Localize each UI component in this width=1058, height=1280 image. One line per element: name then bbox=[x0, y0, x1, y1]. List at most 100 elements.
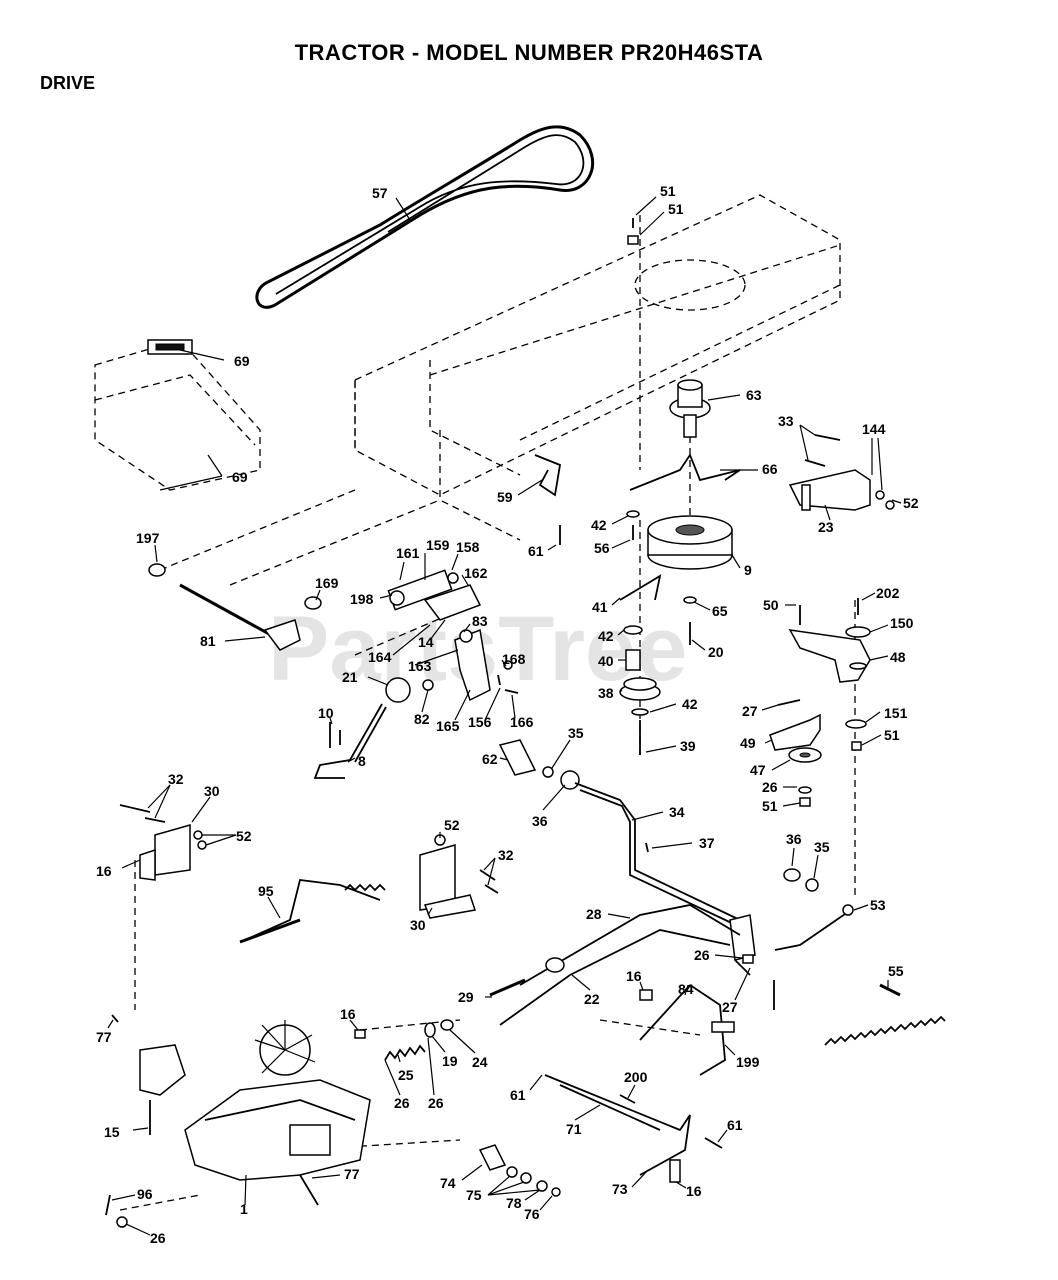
clutch-9 bbox=[647, 515, 733, 570]
part-label-16: 16 bbox=[626, 968, 642, 984]
part-label-22: 22 bbox=[584, 991, 600, 1007]
rod-53 bbox=[774, 911, 849, 951]
part-label-1: 1 bbox=[240, 1201, 248, 1217]
pulley-63 bbox=[669, 379, 711, 438]
part-label-164: 164 bbox=[368, 649, 392, 665]
part-label-169: 169 bbox=[315, 575, 339, 591]
part-label-55: 55 bbox=[888, 963, 904, 979]
part-label-69: 69 bbox=[232, 469, 248, 485]
part-label-32: 32 bbox=[498, 847, 514, 863]
part-label-30: 30 bbox=[410, 917, 426, 933]
part-label-95: 95 bbox=[258, 883, 274, 899]
part-label-197: 197 bbox=[136, 530, 160, 546]
part-label-81: 81 bbox=[200, 633, 216, 649]
part-label-15: 15 bbox=[104, 1124, 120, 1140]
part-label-48: 48 bbox=[890, 649, 906, 665]
part-label-16: 16 bbox=[340, 1006, 356, 1022]
part-label-63: 63 bbox=[746, 387, 762, 403]
part-label-151: 151 bbox=[884, 705, 908, 721]
part-label-50: 50 bbox=[763, 597, 779, 613]
spacer-stack bbox=[619, 510, 697, 755]
part-label-200: 200 bbox=[624, 1069, 648, 1085]
part-label-33: 33 bbox=[778, 413, 794, 429]
part-label-74: 74 bbox=[440, 1175, 456, 1191]
part-label-35: 35 bbox=[814, 839, 830, 855]
part-label-52: 52 bbox=[444, 817, 460, 833]
part-label-14: 14 bbox=[418, 634, 434, 650]
tractor-frame bbox=[354, 194, 841, 541]
part-label-73: 73 bbox=[612, 1181, 628, 1197]
shaft-81 bbox=[148, 563, 301, 651]
part-label-199: 199 bbox=[736, 1054, 760, 1070]
part-label-65: 65 bbox=[712, 603, 728, 619]
part-label-82: 82 bbox=[414, 711, 430, 727]
bracket-30-left bbox=[119, 804, 207, 881]
part-label-84: 84 bbox=[678, 981, 694, 997]
part-label-42: 42 bbox=[682, 696, 698, 712]
brake-shaft-34 bbox=[498, 739, 756, 961]
part-label-51: 51 bbox=[660, 183, 676, 199]
part-label-26: 26 bbox=[394, 1095, 410, 1111]
washer-26 bbox=[116, 1216, 128, 1228]
part-label-51: 51 bbox=[762, 798, 778, 814]
part-label-25: 25 bbox=[398, 1067, 414, 1083]
lift-lever-8 bbox=[313, 677, 411, 779]
bolt-96 bbox=[105, 1194, 111, 1216]
part-label-57: 57 bbox=[372, 185, 388, 201]
part-label-61: 61 bbox=[727, 1117, 743, 1133]
handle-95 bbox=[239, 879, 386, 944]
part-label-198: 198 bbox=[350, 591, 374, 607]
drive-rods bbox=[489, 904, 741, 1026]
part-label-202: 202 bbox=[876, 585, 900, 601]
part-label-61: 61 bbox=[528, 543, 544, 559]
part-label-62: 62 bbox=[482, 751, 498, 767]
part-label-75: 75 bbox=[466, 1187, 482, 1203]
part-label-76: 76 bbox=[524, 1206, 540, 1222]
part-label-96: 96 bbox=[137, 1186, 153, 1202]
part-label-21: 21 bbox=[342, 669, 358, 685]
nut-26 bbox=[742, 954, 754, 964]
part-label-41: 41 bbox=[592, 599, 608, 615]
part-label-16: 16 bbox=[686, 1183, 702, 1199]
section-heading: DRIVE bbox=[40, 73, 96, 93]
part-label-37: 37 bbox=[699, 835, 715, 851]
part-label-71: 71 bbox=[566, 1121, 582, 1137]
part-label-53: 53 bbox=[870, 897, 886, 913]
part-label-51: 51 bbox=[884, 727, 900, 743]
part-label-59: 59 bbox=[497, 489, 513, 505]
part-label-23: 23 bbox=[818, 519, 834, 535]
part-label-78: 78 bbox=[506, 1195, 522, 1211]
part-label-158: 158 bbox=[456, 539, 480, 555]
bracket-41 bbox=[619, 574, 662, 601]
part-label-26: 26 bbox=[150, 1230, 166, 1246]
part-label-38: 38 bbox=[598, 685, 614, 701]
part-label-42: 42 bbox=[591, 517, 607, 533]
part-label-30: 30 bbox=[204, 783, 220, 799]
part-label-34: 34 bbox=[669, 804, 685, 820]
part-label-66: 66 bbox=[762, 461, 778, 477]
part-label-26: 26 bbox=[762, 779, 778, 795]
transmission bbox=[111, 1014, 371, 1206]
part-label-26: 26 bbox=[428, 1095, 444, 1111]
part-label-150: 150 bbox=[890, 615, 914, 631]
part-label-16: 16 bbox=[96, 863, 112, 879]
part-number-labels: 57 51 51 69 69 63 33 144 66 52 59 23 42 … bbox=[96, 183, 919, 1246]
part-label-144: 144 bbox=[862, 421, 886, 437]
part-label-35: 35 bbox=[568, 725, 584, 741]
part-label-26: 26 bbox=[694, 947, 710, 963]
bolts-51 bbox=[627, 218, 639, 245]
lever-assembly bbox=[304, 569, 519, 702]
part-label-20: 20 bbox=[708, 644, 724, 660]
part-label-161: 161 bbox=[396, 545, 420, 561]
part-label-32: 32 bbox=[168, 771, 184, 787]
bracket-30-center bbox=[419, 834, 499, 919]
spring-25 bbox=[354, 1019, 454, 1061]
part-label-47: 47 bbox=[750, 762, 766, 778]
part-label-77: 77 bbox=[96, 1029, 112, 1045]
bracket-23 bbox=[788, 434, 895, 511]
part-label-27: 27 bbox=[742, 703, 758, 719]
part-label-19: 19 bbox=[442, 1053, 458, 1069]
part-label-163: 163 bbox=[408, 658, 432, 674]
part-label-42: 42 bbox=[598, 628, 614, 644]
